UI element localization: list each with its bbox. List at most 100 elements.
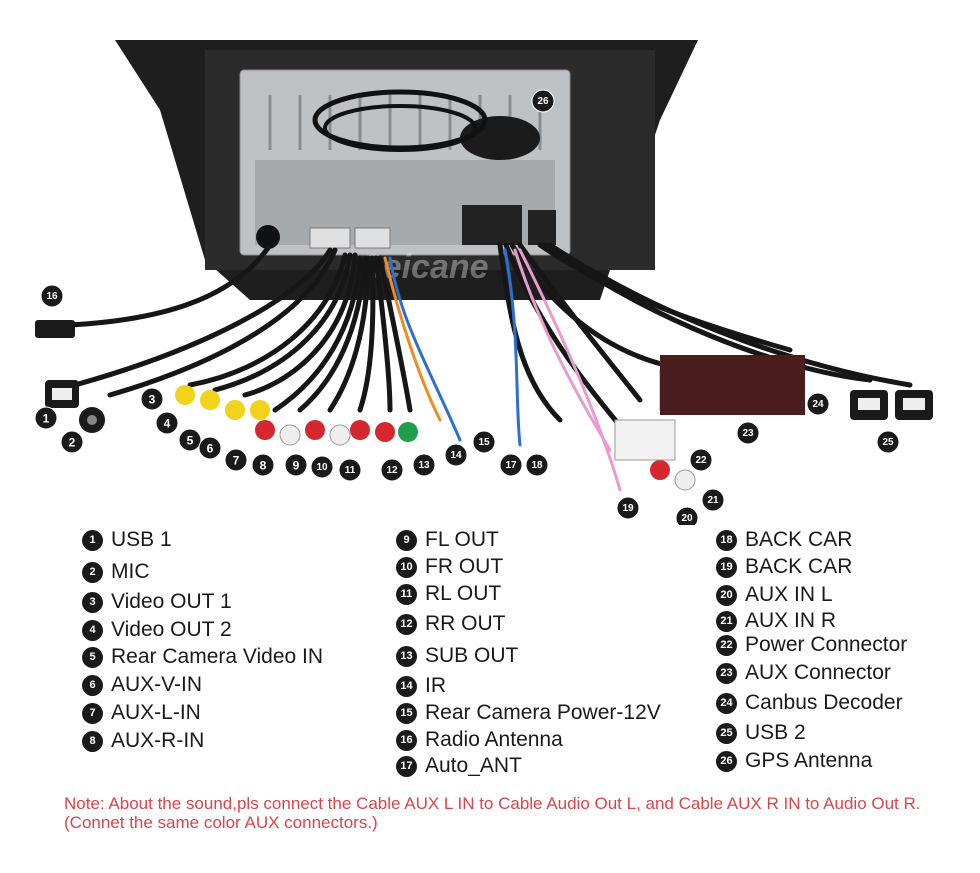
legend-label: MIC (111, 560, 150, 583)
legend-number-badge: 6 (82, 674, 103, 696)
callout-number: 6 (207, 442, 214, 456)
legend-number-badge: 13 (396, 645, 417, 667)
legend-number-badge: 22 (716, 634, 737, 656)
callout-number: 5 (187, 434, 194, 448)
callout-14: 14 (444, 443, 468, 467)
callout-number: 17 (505, 460, 517, 471)
legend-item: 10 FR OUT (396, 555, 503, 579)
callout-2: 2 (60, 430, 84, 454)
callout-21: 21 (701, 488, 725, 512)
legend-number-badge: 1 (82, 529, 103, 551)
callout-19: 19 (616, 496, 640, 520)
rca-group-left (175, 385, 418, 446)
legend-label: Power Connector (745, 633, 908, 656)
callout-18: 18 (525, 453, 549, 477)
callout-number: 14 (450, 450, 462, 461)
legend-label: AUX-L-IN (111, 701, 201, 724)
legend-label: BACK CAR (745, 555, 853, 578)
legend-number-badge: 18 (716, 529, 737, 551)
rca-group-right (650, 460, 696, 491)
legend-label: AUX Connector (745, 661, 891, 684)
legend-item: 7 AUX-L-IN (82, 701, 201, 725)
legend-number-badge: 19 (716, 556, 737, 578)
callout-number: 16 (46, 291, 58, 302)
callout-4: 4 (155, 411, 179, 435)
legend-label: SUB OUT (425, 644, 519, 667)
legend-number-badge: 7 (82, 702, 103, 724)
legend-item: 23 AUX Connector (716, 661, 891, 685)
legend-number-badge: 15 (396, 702, 417, 724)
legend-label: IR (425, 674, 446, 697)
legend-number-badge: 23 (716, 662, 737, 684)
legend-number-badge: 10 (396, 556, 417, 578)
callout-number: 26 (537, 96, 549, 107)
callout-7: 7 (224, 448, 248, 472)
legend-number-badge: 12 (396, 613, 417, 635)
callout-5: 5 (178, 428, 202, 452)
callout-number: 25 (882, 437, 894, 448)
legend-label: FL OUT (425, 528, 499, 551)
legend-label: USB 1 (111, 528, 172, 551)
callout-number: 3 (149, 393, 156, 407)
legend-number-badge: 4 (82, 619, 103, 641)
callout-11: 11 (338, 458, 362, 482)
legend-item: 14 IR (396, 674, 446, 698)
legend-item: 9 FL OUT (396, 528, 499, 552)
legend-label: AUX-V-IN (111, 673, 203, 696)
callout-number: 2 (69, 436, 76, 450)
legend-number-badge: 5 (82, 646, 103, 668)
legend-label: AUX IN L (745, 583, 833, 606)
canbus-decoder (660, 355, 805, 415)
wiring-diagram: Seicane (34, 40, 933, 525)
callout-17: 17 (499, 453, 523, 477)
callout-number: 15 (478, 437, 490, 448)
callout-number: 4 (164, 417, 171, 431)
legend-number-badge: 8 (82, 730, 103, 752)
callout-24: 24 (806, 392, 830, 416)
callout-8: 8 (251, 453, 275, 477)
note-text: Note: About the sound,pls connect the Ca… (64, 794, 921, 832)
callout-number: 11 (345, 465, 356, 476)
legend-number-badge: 3 (82, 591, 103, 613)
radio-antenna-plug (35, 320, 75, 338)
legend-item: 19 BACK CAR (716, 555, 852, 579)
usb-port-rear (528, 210, 556, 245)
callout-number: 18 (531, 460, 543, 471)
callout-13: 13 (412, 453, 436, 477)
callout-number: 21 (707, 495, 719, 506)
legend-number-badge: 14 (396, 675, 417, 697)
legend-label: FR OUT (425, 555, 504, 578)
legend-item: 6 AUX-V-IN (82, 673, 202, 697)
callout-1: 1 (34, 406, 58, 430)
legend-number-badge: 9 (396, 529, 417, 551)
legend-number-badge: 24 (716, 692, 737, 714)
legend-label: Canbus Decoder (745, 691, 903, 714)
callout-number: 23 (742, 428, 754, 439)
callout-16: 16 (40, 284, 64, 308)
callout-number: 10 (316, 462, 328, 473)
callout-number: 24 (812, 399, 824, 410)
callout-number: 7 (233, 454, 240, 468)
legend-label: USB 2 (745, 721, 806, 744)
callout-10: 10 (310, 455, 334, 479)
legend-label: AUX IN R (745, 609, 837, 632)
power-connector (614, 419, 676, 461)
callout-number: 1 (43, 412, 50, 426)
legend-label: RL OUT (425, 582, 502, 605)
callout-22: 22 (689, 448, 713, 472)
callout-number: 9 (293, 459, 300, 473)
callout-number: 19 (622, 503, 634, 514)
callout-number: 8 (260, 459, 267, 473)
main-harness-plug (462, 205, 522, 245)
legend-label: Radio Antenna (425, 728, 563, 751)
